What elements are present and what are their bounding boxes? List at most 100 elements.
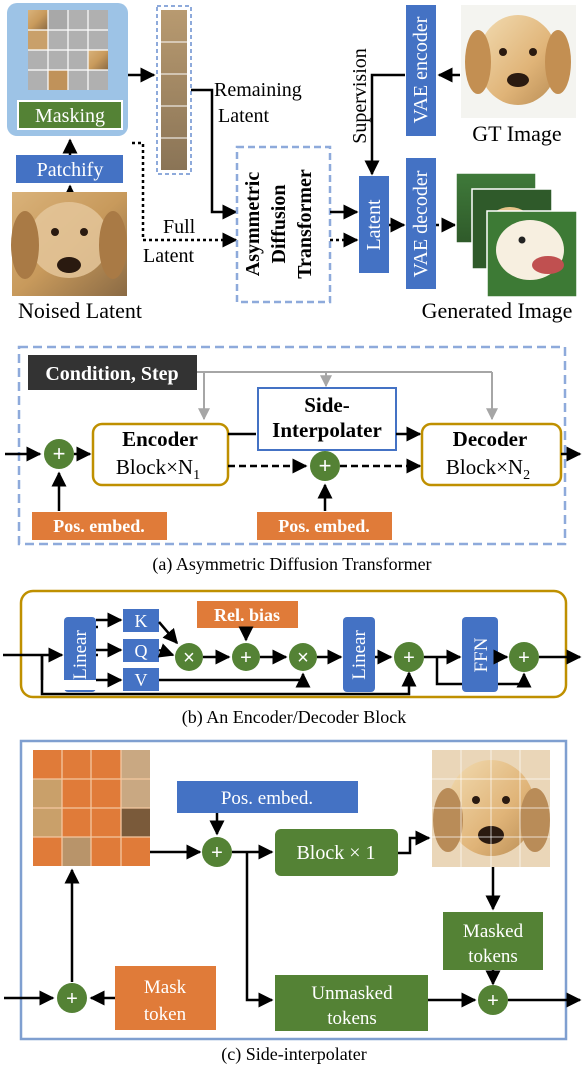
svg-text:+: + bbox=[53, 441, 66, 466]
latent-label: Latent bbox=[363, 199, 385, 251]
encoder-title: Encoder bbox=[122, 427, 198, 451]
noised-latent-image bbox=[11, 192, 127, 296]
add-node-c2 bbox=[478, 985, 508, 1015]
ffn-label: FFN bbox=[471, 637, 492, 672]
linear-box-1 bbox=[64, 617, 96, 692]
multiply-node-1 bbox=[175, 643, 203, 671]
remaining-label-2: Latent bbox=[218, 105, 270, 127]
rel-bias-box bbox=[197, 601, 298, 628]
svg-text:+: + bbox=[487, 990, 499, 1012]
svg-text:+: + bbox=[66, 988, 78, 1010]
gt-image bbox=[461, 5, 576, 118]
masking-box bbox=[17, 100, 123, 130]
full-label-2: Latent bbox=[143, 245, 195, 267]
pos-embed-box-2 bbox=[257, 512, 392, 540]
fig-c-border bbox=[19, 739, 568, 1041]
decoder-sub-index: 2 bbox=[523, 468, 530, 483]
patchify-label: Patchify bbox=[37, 159, 104, 181]
interpolated-image bbox=[432, 750, 550, 867]
svg-text:K: K bbox=[135, 611, 148, 631]
masking-label: Masking bbox=[35, 105, 105, 127]
masked-latent-grid bbox=[28, 10, 108, 90]
encoder-box bbox=[91, 422, 230, 487]
pos-embed-label-1: Pos. embed. bbox=[53, 516, 145, 536]
svg-text:+: + bbox=[240, 647, 252, 669]
masked-token-grid bbox=[33, 750, 150, 866]
remaining-label-1: Remaining bbox=[214, 79, 302, 101]
svg-text:Block×N2: Block×N2 bbox=[446, 455, 530, 483]
svg-text:×: × bbox=[297, 647, 309, 669]
fig-b-caption: (b) An Encoder/Decoder Block bbox=[182, 707, 406, 728]
ffn-box bbox=[462, 617, 498, 692]
unmasked-tokens-label-2: tokens bbox=[327, 1008, 377, 1029]
mask-token-label-1: Mask bbox=[144, 977, 187, 998]
add-node-c0 bbox=[57, 983, 87, 1013]
mask-token-box bbox=[115, 966, 216, 1030]
fig-b-border bbox=[19, 589, 568, 699]
adt-label-1: Asymmetric bbox=[242, 172, 264, 277]
vae-encoder-label: VAE encoder bbox=[410, 16, 432, 123]
generated-images bbox=[455, 172, 578, 298]
remaining-latent-strip bbox=[161, 10, 187, 170]
rel-bias-label: Rel. bias bbox=[214, 605, 280, 625]
add-node-ffn bbox=[509, 642, 539, 672]
patchify-box bbox=[16, 155, 123, 183]
pos-embed-label-c: Pos. embed. bbox=[221, 788, 313, 809]
pos-embed-label-2: Pos. embed. bbox=[278, 516, 370, 536]
decoder-sub: Block×N bbox=[446, 455, 523, 479]
remaining-strip-border bbox=[156, 5, 192, 175]
linear-box-2 bbox=[343, 617, 375, 692]
side-interpolater-box bbox=[257, 387, 397, 451]
block-box bbox=[275, 829, 398, 876]
add-node-2 bbox=[310, 451, 340, 481]
multiply-node-2 bbox=[289, 643, 317, 671]
v-box-final bbox=[123, 668, 159, 691]
adt-label-2: Diffusion bbox=[268, 185, 290, 264]
masked-tokens-label-2: tokens bbox=[468, 946, 518, 967]
adt-box bbox=[235, 145, 332, 304]
encoder-sub-index: 1 bbox=[193, 468, 200, 483]
add-node-bias bbox=[232, 643, 260, 671]
add-node-attn bbox=[394, 642, 424, 672]
unmasked-tokens-box bbox=[275, 975, 428, 1031]
masked-tokens-box bbox=[443, 912, 543, 970]
fig-c-caption: (c) Side-interpolater bbox=[221, 1044, 366, 1065]
svg-text:Q: Q bbox=[135, 641, 148, 661]
vae-decoder-label: VAE decoder bbox=[410, 170, 432, 277]
q-box-final bbox=[123, 639, 159, 662]
encoder-sub: Block×N bbox=[116, 455, 193, 479]
vae-decoder-box bbox=[406, 158, 436, 289]
k-box-final bbox=[123, 609, 159, 632]
masked-tokens-label-1: Masked bbox=[463, 921, 524, 942]
svg-text:+: + bbox=[518, 647, 530, 669]
svg-text:+: + bbox=[403, 647, 415, 669]
condition-step-box bbox=[28, 355, 197, 390]
pos-embed-box-1 bbox=[32, 512, 167, 540]
block-label: Block × 1 bbox=[296, 842, 375, 864]
mask-token-label-2: token bbox=[144, 1004, 187, 1025]
condition-step-label: Condition, Step bbox=[45, 363, 178, 385]
gt-image-label: GT Image bbox=[472, 121, 561, 146]
vae-encoder-box bbox=[406, 5, 436, 136]
add-node-1 bbox=[44, 439, 74, 469]
generated-image-label: Generated Image bbox=[422, 298, 573, 323]
v-label: V bbox=[135, 670, 148, 690]
linear-label-2: Linear bbox=[349, 630, 370, 680]
full-label-1: Full bbox=[163, 216, 196, 238]
add-node-c1 bbox=[202, 837, 232, 867]
side-interp-label-1: Side- bbox=[304, 393, 350, 417]
noised-latent-label: Noised Latent bbox=[18, 298, 142, 323]
fig-a-border bbox=[17, 345, 567, 546]
supervision-label: Supervision bbox=[349, 48, 371, 144]
svg-text:+: + bbox=[319, 453, 332, 478]
linear-label-1: Linear bbox=[70, 630, 91, 680]
fig-a-caption: (a) Asymmetric Diffusion Transformer bbox=[152, 554, 431, 575]
svg-text:Block×N1: Block×N1 bbox=[116, 455, 200, 483]
decoder-title: Decoder bbox=[453, 427, 528, 451]
unmasked-tokens-label-1: Unmasked bbox=[311, 983, 393, 1004]
side-interp-label-2: Interpolater bbox=[272, 418, 382, 442]
svg-text:×: × bbox=[183, 647, 195, 669]
svg-text:+: + bbox=[211, 842, 223, 864]
